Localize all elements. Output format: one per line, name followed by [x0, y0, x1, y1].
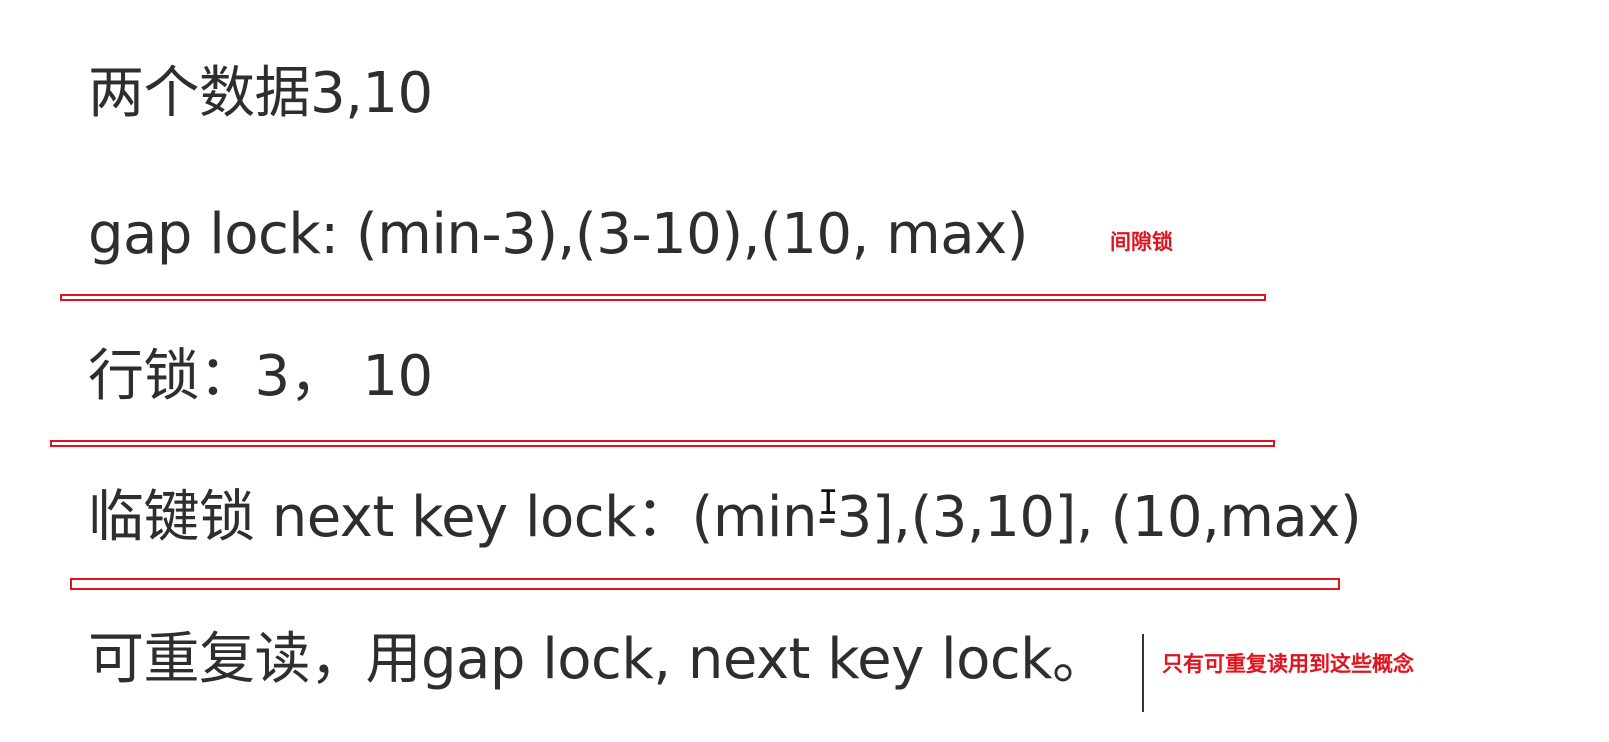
line-row-lock: 行锁：3， 10 — [88, 344, 433, 409]
line-two-data-points: 两个数据3,10 — [88, 61, 433, 126]
line-repeatable-read: 可重复读，用gap lock, next key lock。 — [88, 627, 1108, 692]
text-cursor-icon: I — [818, 483, 839, 523]
gap-lock-annotation: 间隙锁 — [1110, 230, 1173, 254]
red-underline-box — [70, 578, 1340, 590]
repeatable-read-annotation: 只有可重复读用到这些概念 — [1162, 652, 1414, 676]
line-gap-lock: gap lock: (min-3),(3-10),(10, max) — [88, 202, 1029, 267]
red-underline-box — [50, 440, 1275, 447]
red-underline-box — [60, 294, 1266, 301]
line-next-key-lock: 临键锁 next key lock：(min-3],(3,10], (10,ma… — [88, 485, 1362, 550]
vertical-divider — [1142, 634, 1144, 712]
